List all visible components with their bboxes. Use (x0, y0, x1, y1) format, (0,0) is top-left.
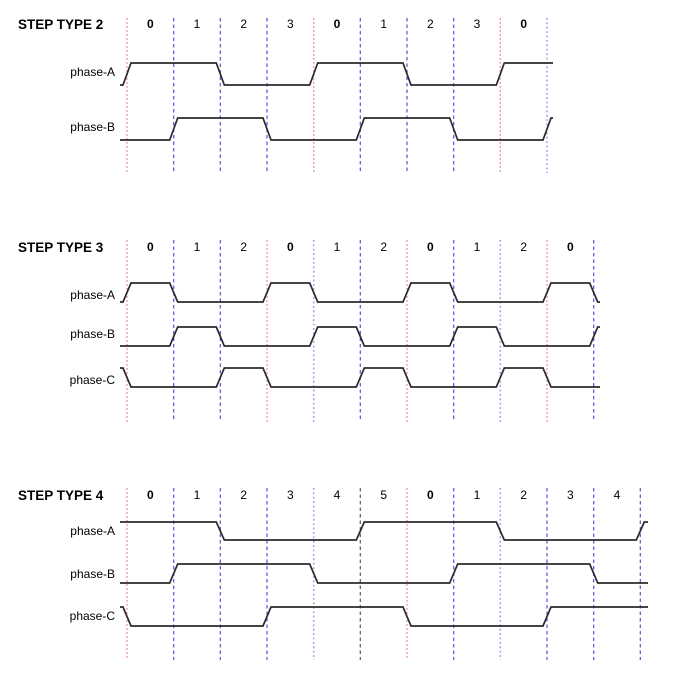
step-number: 2 (520, 240, 527, 254)
section-step-type-3: STEP TYPE 3 0 1 2 0 1 2 0 1 2 0 phase-A phase-B phase… (18, 240, 600, 422)
step-number: 0 (147, 240, 154, 254)
step-number: 3 (567, 488, 574, 502)
step-number: 1 (334, 240, 341, 254)
phase-b-waveform (120, 326, 600, 347)
phase-label: phase-A (70, 288, 115, 302)
step-number: 2 (240, 240, 247, 254)
step-number: 1 (380, 17, 387, 31)
phase-c-waveform (120, 367, 600, 388)
section-step-type-2: STEP TYPE 2 0 1 2 3 0 1 2 3 0 phase-A phase-B (18, 17, 553, 173)
phase-a-waveform (120, 521, 648, 541)
step-number: 2 (427, 17, 434, 31)
step-number: 2 (520, 488, 527, 502)
step-number: 5 (380, 488, 387, 502)
step-number: 1 (474, 488, 481, 502)
step-number: 0 (427, 240, 434, 254)
step-number: 1 (194, 488, 201, 502)
step-number: 1 (474, 240, 481, 254)
step-number: 0 (147, 17, 154, 31)
phase-c-waveform (120, 606, 648, 627)
step-number: 2 (240, 17, 247, 31)
step-number: 0 (567, 240, 574, 254)
section-step-type-4: STEP TYPE 4 0 1 2 3 4 5 0 1 2 3 4 phase-A phase-B phas… (18, 488, 648, 660)
phase-b-waveform (120, 117, 553, 141)
step-number: 2 (240, 488, 247, 502)
phase-label: phase-A (70, 65, 115, 79)
step-number: 0 (520, 17, 527, 31)
step-number: 3 (474, 17, 481, 31)
phase-b-waveform (120, 563, 648, 584)
phase-label: phase-A (70, 524, 115, 538)
phase-a-waveform (120, 282, 600, 303)
phase-label: phase-B (70, 120, 115, 134)
section-title: STEP TYPE 4 (18, 488, 104, 503)
phase-label: phase-B (70, 567, 115, 581)
section-title: STEP TYPE 2 (18, 17, 103, 32)
step-number: 1 (194, 240, 201, 254)
step-number: 0 (334, 17, 341, 31)
phase-label: phase-C (70, 609, 116, 623)
step-number: 4 (334, 488, 341, 502)
phase-label: phase-B (70, 327, 115, 341)
phase-a-waveform (120, 62, 553, 86)
phase-label: phase-C (70, 373, 116, 387)
step-number: 2 (380, 240, 387, 254)
section-title: STEP TYPE 3 (18, 240, 104, 255)
step-number: 0 (147, 488, 154, 502)
step-number: 3 (287, 488, 294, 502)
step-number: 3 (287, 17, 294, 31)
step-number: 4 (614, 488, 621, 502)
step-number: 0 (427, 488, 434, 502)
step-number: 1 (194, 17, 201, 31)
step-number: 0 (287, 240, 294, 254)
